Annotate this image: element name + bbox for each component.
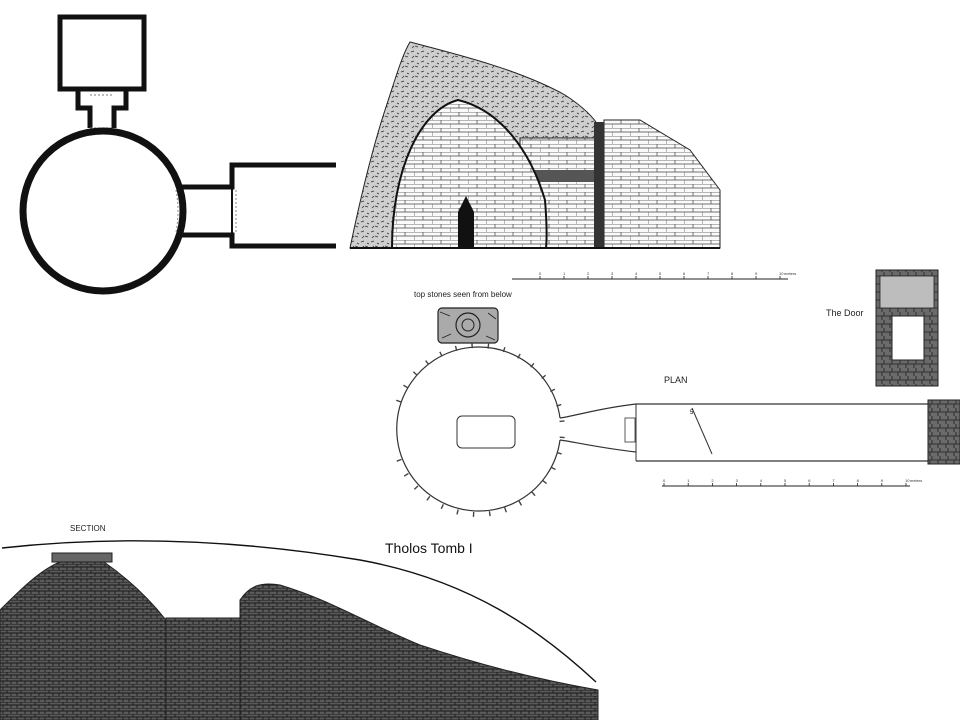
plan-wall-stone	[454, 345, 458, 351]
plan-wall-stone	[518, 500, 523, 506]
plan-wall-stone	[550, 466, 556, 471]
scale-upper-tick-label: 9	[755, 271, 758, 276]
scale-lower-tick-label: 9	[881, 478, 884, 483]
scale-upper-unit-label: meters	[784, 271, 796, 276]
plan-wall-stone	[425, 360, 430, 365]
scale-upper-tick-label: 10	[779, 271, 784, 276]
plan-wall-stone	[439, 351, 443, 357]
plan-wall-stone	[541, 374, 547, 379]
top-stones-drawing	[437, 307, 499, 344]
scale-lower-tick-label: 7	[832, 478, 835, 483]
scale-lower-tick-label: 0	[663, 478, 666, 483]
plan-label: PLAN	[664, 375, 688, 385]
scale-upper-tick-label: 3	[611, 271, 614, 276]
plan-wall-stone	[542, 479, 547, 485]
scale-lower-tick-label: 3	[736, 478, 739, 483]
section-label: SECTION	[70, 524, 106, 533]
scale-upper-tick-label: 4	[635, 271, 638, 276]
plan-wall-stone	[456, 509, 459, 515]
scale-lower-tick-label: 1	[687, 478, 690, 483]
plan-wall-stone	[440, 504, 444, 510]
plan-wall-stone	[556, 403, 562, 407]
plan-wall-stone	[413, 485, 419, 490]
plan-wall-stone	[517, 353, 521, 359]
scale-lower-unit-label: meters	[910, 478, 922, 483]
plan-drawing: 5	[396, 343, 960, 517]
scale-upper-tick-label: 5	[659, 271, 662, 276]
plan-wall-stone	[412, 371, 418, 376]
plan-wall-stone	[403, 384, 409, 389]
scale-upper-tick-label: 8	[731, 271, 734, 276]
hatch-marker: 5	[690, 410, 694, 416]
plan-wall-stone	[396, 399, 402, 403]
plan-wall-stone	[504, 507, 507, 513]
plan-wall-stone	[502, 347, 506, 353]
scale-upper-tick-label: 7	[707, 271, 710, 276]
plan-wall-stone	[487, 343, 490, 349]
scale-lower-tick-label: 5	[784, 478, 787, 483]
scale-upper-tick-label: 2	[587, 271, 590, 276]
plan-wall-stone	[426, 495, 431, 501]
simple-plan	[19, 14, 336, 295]
plan-wall-stone	[531, 491, 536, 497]
plan-wall-stone	[403, 472, 409, 477]
plan-wall-stone	[550, 388, 556, 393]
scale-upper-tick-label: 0	[539, 271, 542, 276]
scale-lower-tick-label: 8	[857, 478, 860, 483]
plan-wall-stone	[559, 420, 565, 423]
top-stones-label: top stones seen from below	[414, 290, 512, 299]
scale-upper-tick-label: 6	[683, 271, 686, 276]
plan-wall-stone	[556, 451, 562, 455]
scale-lower-tick-label: 2	[711, 478, 714, 483]
page-title: Tholos Tomb I	[385, 540, 473, 556]
scale-lower-tick-label: 4	[760, 478, 763, 483]
door-label: The Door	[826, 308, 864, 318]
scale-upper-tick-label: 1	[563, 271, 566, 276]
scale-lower-tick-label: 6	[808, 478, 811, 483]
plan-wall-stone	[530, 362, 535, 368]
section-drawing	[0, 540, 599, 720]
plan-wall-stone	[396, 458, 402, 462]
door-drawing	[875, 269, 939, 387]
elevation-section	[349, 41, 721, 249]
scale-lower-tick-label: 10	[905, 478, 910, 483]
plan-wall-stone	[488, 511, 491, 517]
